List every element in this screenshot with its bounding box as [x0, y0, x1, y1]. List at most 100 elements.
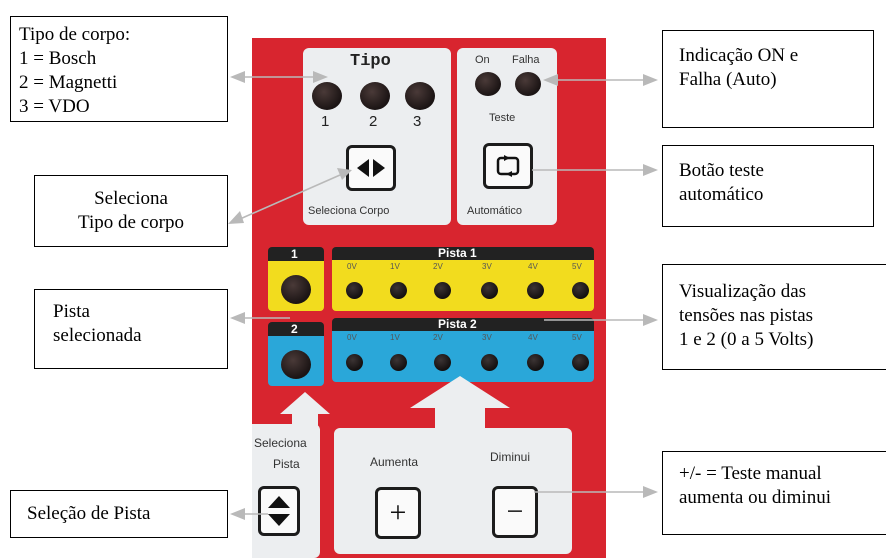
- pista1-voltage-led: [434, 282, 451, 299]
- left-right-arrows-icon: [357, 159, 385, 177]
- pista2-voltage-led: [390, 354, 407, 371]
- pista1-voltage-label: 1V: [390, 262, 400, 271]
- pista2-number: 2: [291, 322, 298, 336]
- pista1-voltage-led: [390, 282, 407, 299]
- pista1-voltage-label: 2V: [433, 262, 443, 271]
- callout-tipo-corpo: Tipo de corpo: 1 = Bosch 2 = Magnetti 3 …: [10, 16, 228, 122]
- pista2-select-led[interactable]: [281, 350, 311, 379]
- teste-card: [457, 48, 557, 225]
- pista1-voltage-label: 5V: [572, 262, 582, 271]
- falha-label: Falha: [512, 54, 540, 66]
- pista2-voltage-led: [527, 354, 544, 371]
- tipo-label: Tipo: [350, 52, 391, 71]
- arrow-teste-manual-head: [643, 486, 658, 498]
- callout-teste-manual-line: +/- = Teste manual: [679, 463, 822, 484]
- callout-indicacao-on-line: Indicação ON e: [679, 45, 799, 66]
- pista2-voltage-led: [434, 354, 451, 371]
- arrow-pista-selecionada-head: [230, 312, 245, 324]
- up-arrow-pista-icon: [280, 392, 330, 432]
- callout-teste-manual-line: aumenta ou diminui: [679, 487, 831, 508]
- callout-tipo-corpo-line: 3 = VDO: [19, 96, 90, 117]
- pista1-track: [332, 247, 594, 311]
- callout-indicacao-on-line: Falha (Auto): [679, 69, 777, 90]
- pista1-voltage-led: [346, 282, 363, 299]
- on-label: On: [475, 54, 490, 66]
- callout-botao-teste-line: Botão teste: [679, 160, 764, 181]
- on-led: [475, 72, 501, 96]
- tipo-number-1: 1: [321, 113, 330, 130]
- pista1-voltage-led: [481, 282, 498, 299]
- seleciona-corpo-label: Seleciona Corpo: [308, 205, 390, 217]
- pista2-title: Pista 2: [438, 317, 477, 331]
- up-arrow-tensao-icon: [410, 376, 510, 436]
- arrow-seleciona-tipo-head-left: [228, 211, 244, 224]
- plus-icon: +: [389, 496, 407, 529]
- callout-botao-teste: Botão teste automático: [662, 145, 874, 227]
- seleciona-pista-button[interactable]: [258, 486, 300, 536]
- tipo-led-1: [312, 82, 342, 110]
- up-down-arrows-icon: [268, 496, 290, 526]
- tipo-led-2: [360, 82, 390, 110]
- pista2-voltage-label: 3V: [482, 333, 492, 342]
- pista1-select-led[interactable]: [281, 275, 311, 304]
- pista2-voltage-led: [481, 354, 498, 371]
- pista1-title: Pista 1: [438, 246, 477, 260]
- callout-botao-teste-line: automático: [679, 184, 764, 205]
- tipo-led-3: [405, 82, 435, 110]
- callout-selecao-pista-line: Seleção de Pista: [27, 503, 151, 524]
- arrow-indicacao-on-head-right: [643, 74, 658, 86]
- callout-visualizacao-line: Visualização das: [679, 281, 807, 302]
- aumenta-label: Aumenta: [370, 455, 419, 469]
- pista1-voltage-label: 0V: [347, 262, 357, 271]
- seleciona-corpo-button[interactable]: [346, 145, 396, 191]
- callout-pista-selecionada: Pista selecionada: [34, 289, 228, 369]
- pista1-voltage-led: [572, 282, 589, 299]
- arrow-seleciona-tipo: [239, 174, 341, 220]
- pista1-voltage-led: [527, 282, 544, 299]
- falha-led: [515, 72, 541, 96]
- automatico-label: Automático: [467, 205, 523, 217]
- arrow-botao-teste-head: [643, 164, 658, 176]
- arrow-tipo-corpo-head-right: [313, 71, 328, 83]
- minus-icon: −: [506, 495, 524, 528]
- seleciona-pista-label-1: Seleciona: [254, 436, 307, 450]
- pista2-voltage-led: [346, 354, 363, 371]
- callout-visualizacao-line: tensões nas pistas: [679, 305, 814, 326]
- pista2-voltage-label: 5V: [572, 333, 582, 342]
- pista2-track: [332, 318, 594, 382]
- arrow-selecao-pista-head: [230, 508, 245, 520]
- tipo-number-3: 3: [413, 113, 422, 130]
- seleciona-pista-label-2: Pista: [273, 457, 300, 471]
- diminui-button[interactable]: −: [492, 486, 538, 538]
- callout-teste-manual: +/- = Teste manual aumenta ou diminui: [662, 451, 886, 535]
- pista2-voltage-label: 0V: [347, 333, 357, 342]
- pista2-voltage-label: 1V: [390, 333, 400, 342]
- tipo-card: [303, 48, 451, 225]
- pista1-number: 1: [291, 247, 298, 261]
- callout-pista-selecionada-line: selecionada: [53, 325, 142, 346]
- callout-pista-selecionada-line: Pista: [53, 301, 90, 322]
- pista1-voltage-label: 3V: [482, 262, 492, 271]
- teste-label: Teste: [489, 112, 516, 124]
- arrow-tipo-corpo-head-left: [230, 71, 245, 83]
- callout-tipo-corpo-line: Tipo de corpo:: [19, 24, 131, 45]
- callout-tipo-corpo-line: 1 = Bosch: [19, 48, 97, 69]
- callout-tipo-corpo-line: 2 = Magnetti: [19, 72, 118, 93]
- callout-seleciona-tipo-line: Seleciona: [94, 188, 168, 209]
- loop-icon: [496, 155, 520, 177]
- pista2-voltage-led: [572, 354, 589, 371]
- callout-seleciona-tipo: Seleciona Tipo de corpo: [34, 175, 228, 247]
- callout-seleciona-tipo-line: Tipo de corpo: [78, 212, 184, 233]
- aumenta-button[interactable]: +: [375, 487, 421, 539]
- pista1-voltage-label: 4V: [528, 262, 538, 271]
- arrow-seleciona-tipo-head-right: [337, 168, 352, 180]
- arrow-visualizacao-head: [643, 314, 658, 326]
- callout-visualizacao-line: 1 e 2 (0 a 5 Volts): [679, 329, 814, 350]
- pista2-voltage-label: 2V: [433, 333, 443, 342]
- pista2-voltage-label: 4V: [528, 333, 538, 342]
- tipo-number-2: 2: [369, 113, 378, 130]
- teste-automatico-button[interactable]: [483, 143, 533, 189]
- diminui-label: Diminui: [490, 450, 531, 464]
- arrow-indicacao-on-head-left: [543, 74, 558, 86]
